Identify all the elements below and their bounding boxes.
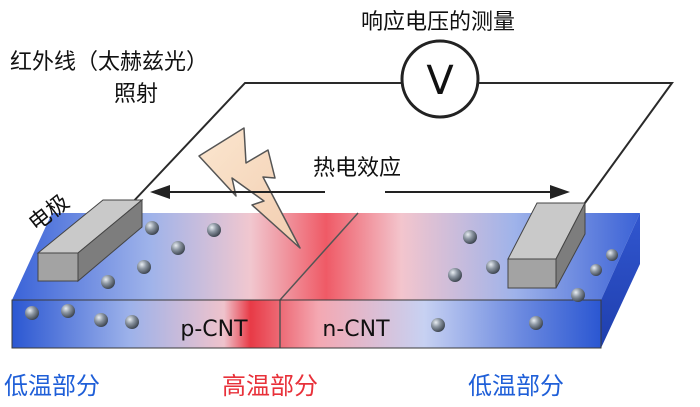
carrier-dot — [125, 315, 139, 329]
carrier-dot — [101, 275, 115, 289]
n-cnt-label: n-CNT — [322, 317, 390, 342]
irradiation-label: 红外线（太赫兹光） — [10, 50, 209, 75]
irradiation-bolt-icon — [198, 127, 301, 249]
low-temp-right-label: 低温部分 — [468, 372, 564, 400]
measurement-label: 响应电压的测量 — [361, 10, 516, 35]
p-cnt-label: p-CNT — [180, 317, 248, 342]
carrier-dot — [137, 260, 151, 274]
thermoelectric-effect-label: 热电效应 — [313, 156, 402, 181]
carrier-dot — [486, 260, 500, 274]
carrier-dot — [25, 306, 39, 320]
slab-front-outline — [11, 299, 602, 349]
low-temp-left-label: 低温部分 — [4, 372, 100, 400]
carrier-dot — [529, 316, 543, 330]
carrier-dot — [171, 241, 185, 255]
thermoelectric-arrow — [150, 185, 570, 199]
electrode-left — [36, 198, 144, 283]
carrier-dot — [571, 288, 585, 302]
p-n-junction-line — [279, 212, 359, 301]
carrier-dot — [61, 304, 75, 318]
carrier-dot — [463, 230, 477, 244]
slab-front-face — [12, 300, 601, 348]
voltmeter-circle — [400, 39, 480, 119]
carrier-dot — [431, 318, 445, 332]
slab-right-face — [601, 213, 640, 348]
carrier-dot — [590, 264, 602, 276]
voltmeter-symbol: V — [426, 58, 454, 104]
charge-carriers — [25, 221, 618, 332]
carrier-dot — [207, 223, 221, 237]
electrode-right — [507, 202, 586, 289]
carrier-dot — [606, 249, 618, 261]
carrier-dot — [94, 313, 108, 327]
voltmeter: V — [400, 39, 480, 119]
slab-top-face — [12, 213, 640, 300]
carrier-dot — [145, 221, 159, 235]
measurement-wires — [129, 82, 674, 208]
high-temp-label: 高温部分 — [222, 372, 318, 400]
carrier-dot — [448, 268, 462, 282]
irradiation-label-line2: 照射 — [114, 82, 159, 107]
